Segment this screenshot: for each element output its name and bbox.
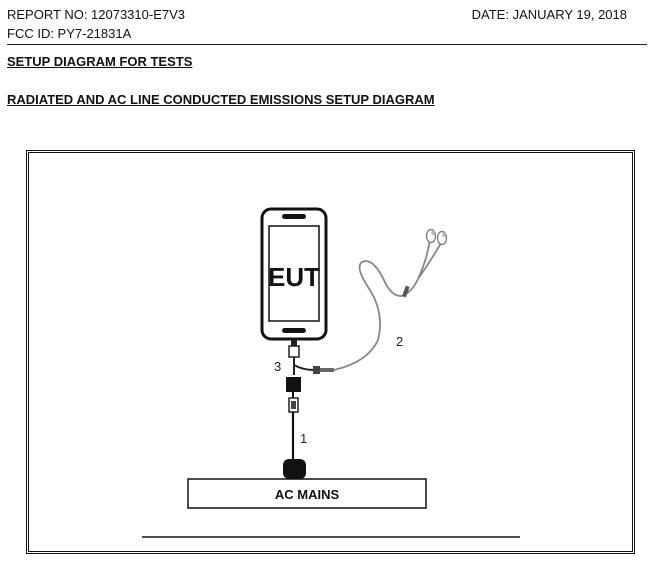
adapter-block [286, 377, 301, 392]
setup-diagram-frame [26, 150, 635, 554]
headset-cable: 2 [333, 228, 448, 371]
power-cable: 1 [283, 392, 307, 479]
adapter-plug [288, 345, 300, 358]
phone-speaker [282, 214, 306, 219]
fcc-id: FCC ID: PY7-21831A [7, 26, 132, 41]
cable-label-1: 1 [300, 431, 307, 446]
subsection-title: RADIATED AND AC LINE CONDUCTED EMISSIONS… [7, 92, 435, 107]
ac-mains-box [187, 478, 427, 509]
report-number: REPORT NO: 12073310-E7V3 [7, 7, 186, 22]
adapter-cable: 3 [274, 340, 334, 392]
power-adapter [283, 459, 306, 479]
eut-phone: EUT [260, 207, 328, 341]
phone-port-connector [291, 340, 297, 346]
phone-screen [268, 225, 320, 322]
cable-label-3: 3 [274, 359, 281, 374]
cable-label-2: 2 [396, 334, 403, 349]
section-title: SETUP DIAGRAM FOR TESTS [7, 54, 193, 69]
audio-jack-port [313, 366, 320, 374]
audio-plug [320, 368, 334, 372]
report-header: REPORT NO: 12073310-E7V3 FCC ID: PY7-218… [7, 4, 647, 45]
ac-mains: AC MAINS [187, 478, 427, 509]
phone-home-button [282, 328, 306, 333]
headset-remote [402, 285, 410, 298]
eut-label: EUT [268, 262, 320, 292]
ac-mains-label: AC MAINS [275, 487, 340, 502]
report-date: DATE: JANUARY 19, 2018 [471, 7, 627, 22]
